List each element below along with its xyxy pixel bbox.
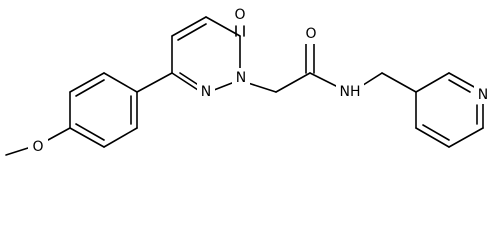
amide-nitrogen-label: NH bbox=[340, 84, 361, 100]
methoxyphenyl-ring bbox=[69, 72, 138, 148]
bond-co-nh bbox=[309, 72, 339, 88]
bond-ch2-co bbox=[275, 72, 311, 93]
amide-oxygen-label: O bbox=[305, 26, 316, 42]
pyridazinone-n1-label: N bbox=[236, 70, 246, 86]
bond-ch2-pyridine bbox=[381, 72, 417, 93]
pyridazinone-ring bbox=[171, 16, 241, 91]
bond-o-aryl bbox=[47, 127, 71, 141]
pyridine-nitrogen-label: N bbox=[478, 87, 488, 103]
methoxy-oxygen-label: O bbox=[32, 139, 43, 155]
bond-n-ch2 bbox=[247, 82, 277, 93]
pyridine-ring bbox=[415, 72, 484, 148]
ketone-oxygen-label: O bbox=[234, 7, 245, 23]
bond-methyl-o bbox=[5, 147, 29, 156]
bonds bbox=[5, 16, 484, 156]
bond-aryl-pyridazinone bbox=[136, 72, 173, 93]
pyridazinone-n2-label: N bbox=[201, 84, 211, 100]
molecule-structure-diagram: O N N O NH N O bbox=[5, 5, 492, 156]
atom-labels: O N N O NH N O bbox=[28, 5, 492, 156]
